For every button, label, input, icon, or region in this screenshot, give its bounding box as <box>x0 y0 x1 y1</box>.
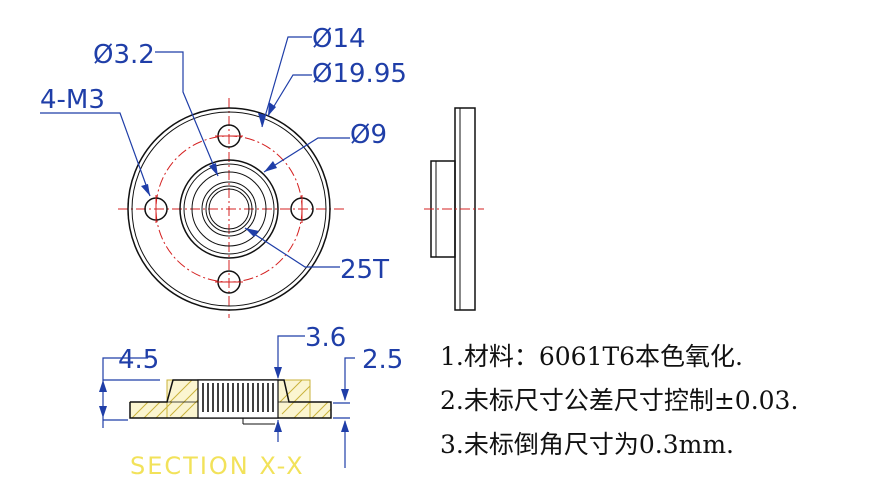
section-label: SECTION X-X <box>130 452 305 480</box>
dim-dia-9: Ø9 <box>350 120 387 150</box>
front-arrowheads <box>141 102 277 237</box>
dim-teeth: 25T <box>340 255 389 285</box>
dim-height-2-5: 2.5 <box>362 345 403 375</box>
centerlines <box>118 98 345 318</box>
dim-dia-14: Ø14 <box>312 24 366 54</box>
dim-height-3-6: 3.6 <box>305 323 346 353</box>
dim-height-4-5: 4.5 <box>118 345 159 375</box>
spline-teeth <box>201 181 257 237</box>
outer-flange <box>127 107 331 311</box>
boss-inner <box>191 171 267 247</box>
note-2: 2.未标尺寸公差尺寸控制±0.03. <box>440 386 799 415</box>
notes-block: 1.材料：6061T6本色氧化. 2.未标尺寸公差尺寸控制±0.03. 3.未标… <box>440 335 880 467</box>
boss-outer <box>179 159 279 259</box>
section-hatch <box>129 379 332 419</box>
section-arrowheads <box>99 367 349 432</box>
dim-dia-19-95: Ø19.95 <box>312 59 407 89</box>
front-leaders <box>40 36 350 268</box>
note-1: 1.材料：6061T6本色氧化. <box>440 342 744 371</box>
spline-section-teeth <box>202 383 274 412</box>
dim-thread: 4-M3 <box>40 85 105 115</box>
dim-hole-dia: Ø3.2 <box>93 40 155 70</box>
front-view <box>118 98 345 318</box>
section-view <box>129 379 332 425</box>
note-3: 3.未标倒角尺寸为0.3mm. <box>440 430 734 459</box>
